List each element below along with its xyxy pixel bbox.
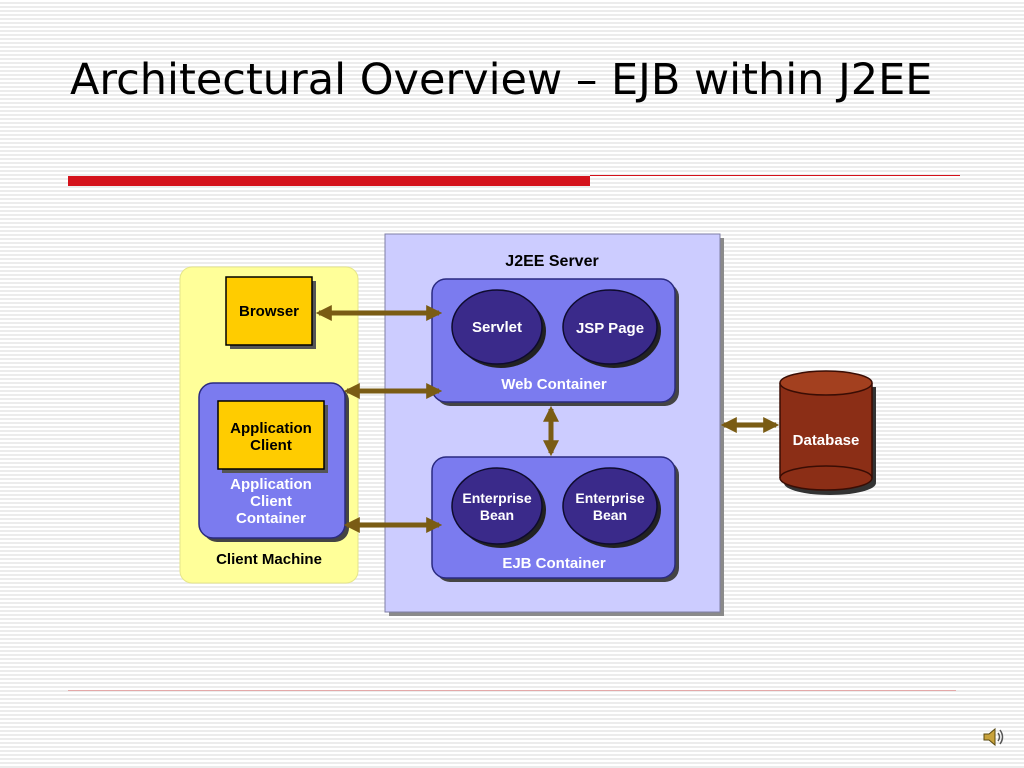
servlet-component [451, 289, 546, 368]
slide-title: Architectural Overview – EJB within J2EE [70, 55, 933, 105]
enterprise-bean-1-label-line1: Enterprise [462, 490, 531, 506]
footer-divider [68, 690, 956, 691]
enterprise-bean-1-label-line2: Bean [480, 507, 514, 523]
app-client-container-label-line1: Application [230, 476, 312, 493]
ejb-container-label: EJB Container [502, 555, 606, 572]
jsp-page-component [562, 289, 661, 368]
database-label: Database [793, 432, 860, 449]
speaker-icon[interactable] [981, 724, 1007, 750]
title-underline-thin [590, 175, 960, 176]
database-cylinder [779, 370, 876, 495]
j2ee-server-title: J2EE Server [505, 253, 598, 270]
browser-label: Browser [239, 303, 299, 320]
enterprise-bean-2-label-line1: Enterprise [575, 490, 644, 506]
app-client-container-label-line3: Container [236, 510, 306, 527]
enterprise-bean-1-component [451, 467, 546, 548]
app-client-label-line1: Application [230, 420, 312, 437]
enterprise-bean-2-label-line2: Bean [593, 507, 627, 523]
jsp-page-label: JSP Page [576, 320, 644, 337]
j2ee-architecture-diagram: J2EE Server Client Machine Browser Appli… [179, 233, 876, 616]
web-container-label: Web Container [501, 376, 607, 393]
title-underline-thick [68, 176, 590, 186]
app-client-box [217, 400, 328, 473]
app-client-container-label-line2: Client [250, 493, 292, 510]
app-client-label-line2: Client [250, 437, 292, 454]
browser-box [225, 276, 316, 349]
client-machine-label: Client Machine [216, 551, 322, 568]
enterprise-bean-2-component [562, 467, 661, 548]
servlet-label: Servlet [472, 319, 522, 336]
